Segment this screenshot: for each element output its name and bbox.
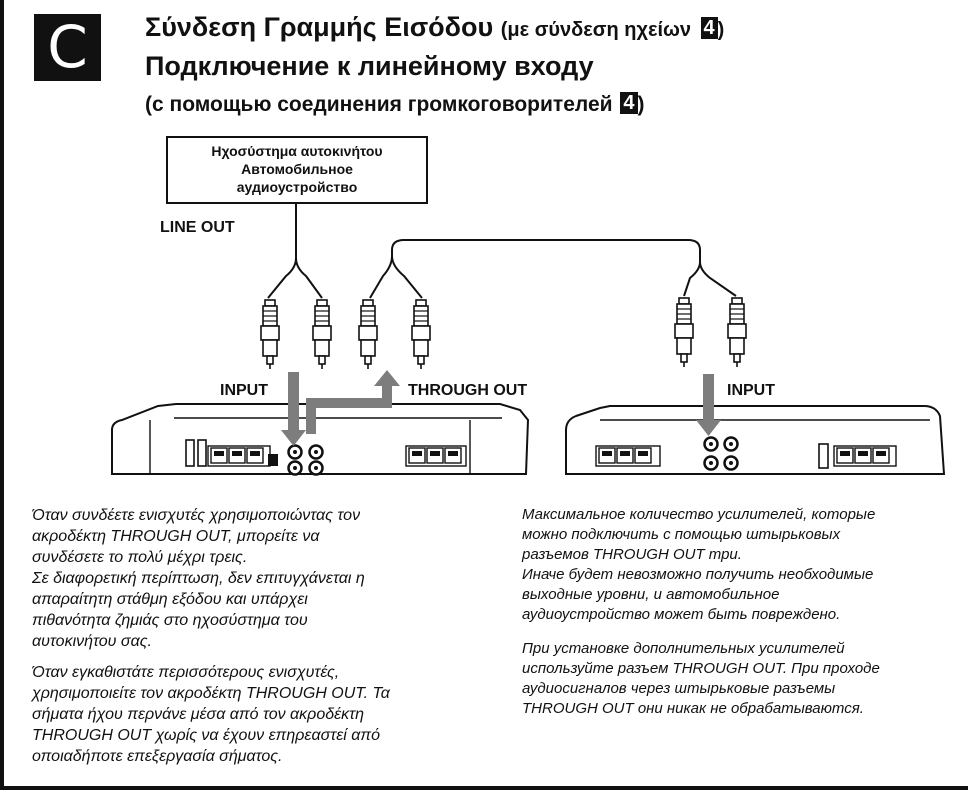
input-label-right: INPUT (727, 382, 775, 399)
russian-subtitle: (с помощью соединения громкоговорителей … (145, 92, 645, 117)
russian-line: THROUGH OUT они никак не обрабатываются. (522, 700, 864, 717)
russian-line: При установке дополнительных усилителей (522, 640, 845, 657)
through-out-label: THROUGH OUT (408, 382, 528, 399)
russian-subtitle-text: (с помощью соединения громкоговорителей (145, 93, 613, 116)
greek-line: Όταν εγκαθιστάτε περισσότερους ενισχυτές… (32, 664, 340, 681)
russian-line: Иначе будет невозможно получить необходи… (522, 566, 874, 583)
greek-line: Σε διαφορετική περίπτωση, δεν επιτυγχάνε… (32, 570, 365, 587)
russian-line: используйте разъем THROUGH OUT. При прох… (522, 660, 880, 677)
greek-line: ακροδέκτη THROUGH OUT, μπορείτε να (32, 528, 320, 545)
russian-line: Максимальное количество усилителей, кото… (522, 506, 876, 523)
russian-line: разъемов THROUGH OUT три. (522, 546, 742, 563)
input-label-left: INPUT (220, 382, 268, 399)
russian-title: Подключение к линейному входу (145, 51, 594, 81)
russian-line: выходные уровни, и автомобильное (522, 586, 780, 603)
greek-line: χρησιμοποιείτε τον ακροδέκτη THROUGH OUT… (32, 685, 390, 702)
greek-title: Σύνδεση Γραμμής Εισόδου (με σύνδεση ηχεί… (145, 12, 724, 43)
greek-line: οποιαδήποτε επεξεργασία σήματος. (32, 748, 283, 765)
greek-line: σήματα ήχου περνάνε μέσα από τον ακροδέκ… (32, 706, 365, 723)
greek-line: αυτοκινήτου σας. (32, 633, 152, 650)
russian-instructions: Максимальное количество усилителей, кото… (522, 505, 968, 719)
page-frame-left (0, 0, 4, 790)
greek-title-sub: (με σύνδεση ηχείων (500, 19, 692, 41)
greek-line: Όταν συνδέετε ενισχυτές χρησιμοποιώντας … (32, 507, 361, 524)
car-audio-device-box: Ηχοσύστημα αυτοκινήτου Автомобильное ауд… (166, 136, 428, 204)
russian-line: можно подключить с помощью штырьковых (522, 526, 841, 543)
page-frame-bottom (0, 786, 968, 790)
line-out-label: LINE OUT (160, 219, 235, 236)
greek-line: συνδέσετε το πολύ μέχρι τρεις. (32, 549, 248, 566)
close-paren: ) (637, 93, 645, 116)
ref-number-badge: 4 (700, 17, 718, 39)
greek-line: THROUGH OUT χωρίς να έχουν επηρεαστεί απ… (32, 727, 380, 744)
greek-title-main: Σύνδεση Γραμμής Εισόδου (145, 12, 494, 42)
device-label-greek: Ηχοσύστημα αυτοκινήτου (211, 143, 383, 159)
device-label-russian-1: Автомобильное (241, 161, 353, 177)
greek-line: πιθανότητα ζημιάς στο ηχοσύστημα του (32, 612, 308, 629)
greek-line: απαραίτητη στάθμη εξόδου και υπάρχει (32, 591, 308, 608)
ref-number-badge: 4 (620, 92, 638, 114)
greek-instructions: Όταν συνδέετε ενισχυτές χρησιμοποιώντας … (32, 505, 502, 767)
section-letter-badge: C (34, 14, 101, 81)
close-paren: ) (717, 19, 725, 41)
russian-line: аудиоустройство может быть повреждено. (522, 606, 841, 623)
device-label-russian-2: аудиоустройство (236, 179, 358, 195)
russian-line: аудиосигналов через штырьковые разъемы (522, 680, 836, 697)
connection-diagram (111, 204, 946, 476)
